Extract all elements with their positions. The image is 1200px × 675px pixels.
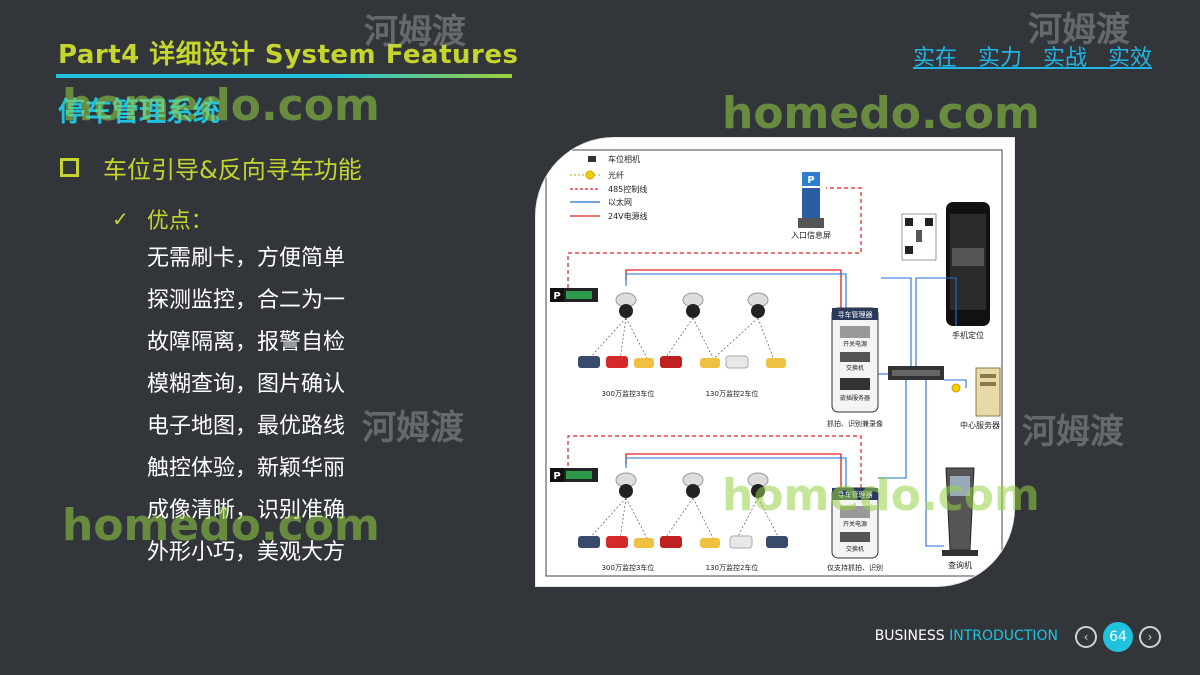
svg-text:寻车管理器: 寻车管理器	[838, 490, 873, 499]
parking-manager-top: 寻车管理器 开关电源 交换机 嵌插服务器 抓拍、识别兼录像	[827, 307, 883, 428]
watermark-logo: homedo.com	[722, 88, 1040, 139]
chevron-right-icon[interactable]: ›	[1139, 626, 1161, 648]
section-title: 停车管理系统	[58, 97, 220, 128]
list-item: 外形小巧，美观大方	[147, 540, 346, 565]
list-item: 探测监控，合二为一	[147, 288, 346, 313]
server-label: 中心服务器	[960, 420, 1000, 430]
svg-text:嵌插服务器: 嵌插服务器	[840, 394, 870, 402]
power-bus-top	[625, 269, 842, 308]
center-server: 中心服务器	[960, 367, 1001, 430]
camera-bottom-2	[682, 472, 704, 498]
query-kiosk: 查询机	[942, 467, 978, 570]
legend-label: 485控制线	[608, 184, 647, 194]
ethernet-to-kiosk	[925, 380, 944, 547]
smartphone-icon: 手机定位	[946, 202, 990, 340]
list-item: 成像清晰，识别准确	[147, 498, 346, 523]
checkmark-icon: ✓	[112, 207, 129, 231]
ethernet-to-phone	[915, 277, 957, 366]
footer-business: BUSINESS	[874, 628, 945, 644]
ethernet-bus-bottom	[625, 457, 847, 488]
watermark-cn: 河姆渡	[362, 408, 464, 448]
camera-legend-icon	[588, 156, 596, 162]
advantages-row: ✓ 优点：	[112, 203, 213, 235]
chevron-left-icon[interactable]: ‹	[1075, 626, 1097, 648]
kiosk-label: 查询机	[948, 560, 972, 570]
legend-label: 车位相机	[608, 154, 640, 164]
entrance-screen: P 入口信息屏	[791, 172, 831, 240]
slide-pager: ‹ 64 ›	[1075, 622, 1161, 652]
camera-bottom-3	[747, 472, 769, 498]
ethernet-bus-top	[625, 273, 847, 308]
camera-group-label: 300万监控3车位	[602, 389, 655, 398]
power-bus-bottom	[625, 453, 842, 488]
network-switch	[888, 366, 944, 380]
phone-label: 手机定位	[952, 330, 984, 340]
advantages-label: 优点：	[146, 209, 213, 234]
square-bullet-icon	[60, 158, 79, 177]
watermark-cn: 河姆渡	[1022, 412, 1124, 452]
rs485-route-top	[567, 187, 862, 288]
parking-sign-top: P	[550, 288, 598, 302]
fiber-legend-icon	[585, 170, 595, 180]
slide-title: Part4 详细设计 System Features	[58, 40, 519, 70]
svg-text:寻车管理器: 寻车管理器	[838, 310, 873, 319]
qr-code-icon	[901, 213, 937, 261]
system-diagram: 车位相机 光纤 485控制线 以太网 24V电源线 P 入口信息屏	[536, 138, 1014, 586]
list-item: 故障隔离，报警自检	[147, 330, 346, 355]
footer-introduction: INTRODUCTION	[949, 628, 1058, 644]
list-item: 模糊查询，图片确认	[147, 372, 346, 397]
parking-sign-bottom: P	[550, 468, 598, 482]
camera-group-label: 130万监控2车位	[706, 563, 759, 572]
svg-text:P: P	[807, 175, 814, 186]
diagram-legend: 车位相机 光纤 485控制线 以太网 24V电源线	[570, 154, 648, 221]
fiber-node-icon	[951, 383, 961, 393]
footer-caption: BUSINESS INTRODUCTION	[875, 628, 1058, 644]
camera-bottom-1	[615, 472, 637, 498]
coverage-lines-top	[587, 317, 775, 361]
parking-manager-bottom: 寻车管理器 开关电源 交换机 仅支持抓拍、识别	[827, 487, 883, 572]
camera-group-label: 300万监控3车位	[602, 563, 655, 572]
coverage-lines-bottom	[587, 497, 781, 541]
svg-text:开关电源: 开关电源	[843, 340, 867, 348]
camera-top-2	[682, 292, 704, 318]
legend-label: 光纤	[608, 170, 624, 180]
svg-text:P: P	[553, 471, 560, 482]
rs485-route-bottom	[567, 435, 862, 488]
list-item: 电子地图，最优路线	[147, 414, 346, 439]
title-underline	[56, 74, 512, 78]
legend-label: 以太网	[608, 197, 632, 207]
camera-top-1	[615, 292, 637, 318]
cars-bottom	[578, 535, 788, 549]
capture-label: 抓拍、识别兼录像	[827, 419, 883, 428]
bullet-text: 车位引导&反向寻车功能	[103, 156, 362, 184]
feature-list: 无需刷卡，方便简单 探测监控，合二为一 故障隔离，报警自检 模糊查询，图片确认 …	[147, 241, 345, 577]
tagline: 实在 实力 实战 实效	[913, 46, 1152, 71]
ethernet-to-bottom-manager	[878, 380, 907, 479]
entrance-screen-label: 入口信息屏	[791, 230, 831, 240]
svg-text:开关电源: 开关电源	[843, 520, 867, 528]
cars-top	[578, 355, 786, 369]
svg-text:交换机: 交换机	[846, 545, 864, 553]
legend-label: 24V电源线	[608, 211, 648, 221]
bullet-item: 车位引导&反向寻车功能	[60, 150, 362, 185]
list-item: 触控体验，新颖华丽	[147, 456, 346, 481]
camera-group-label: 130万监控2车位	[706, 389, 759, 398]
camera-top-3	[747, 292, 769, 318]
capture-label: 仅支持抓拍、识别	[827, 563, 883, 572]
page-number: 64	[1103, 622, 1133, 652]
svg-text:P: P	[553, 291, 560, 302]
list-item: 无需刷卡，方便简单	[147, 246, 346, 271]
ethernet-to-server	[944, 379, 967, 388]
svg-text:交换机: 交换机	[846, 364, 864, 372]
